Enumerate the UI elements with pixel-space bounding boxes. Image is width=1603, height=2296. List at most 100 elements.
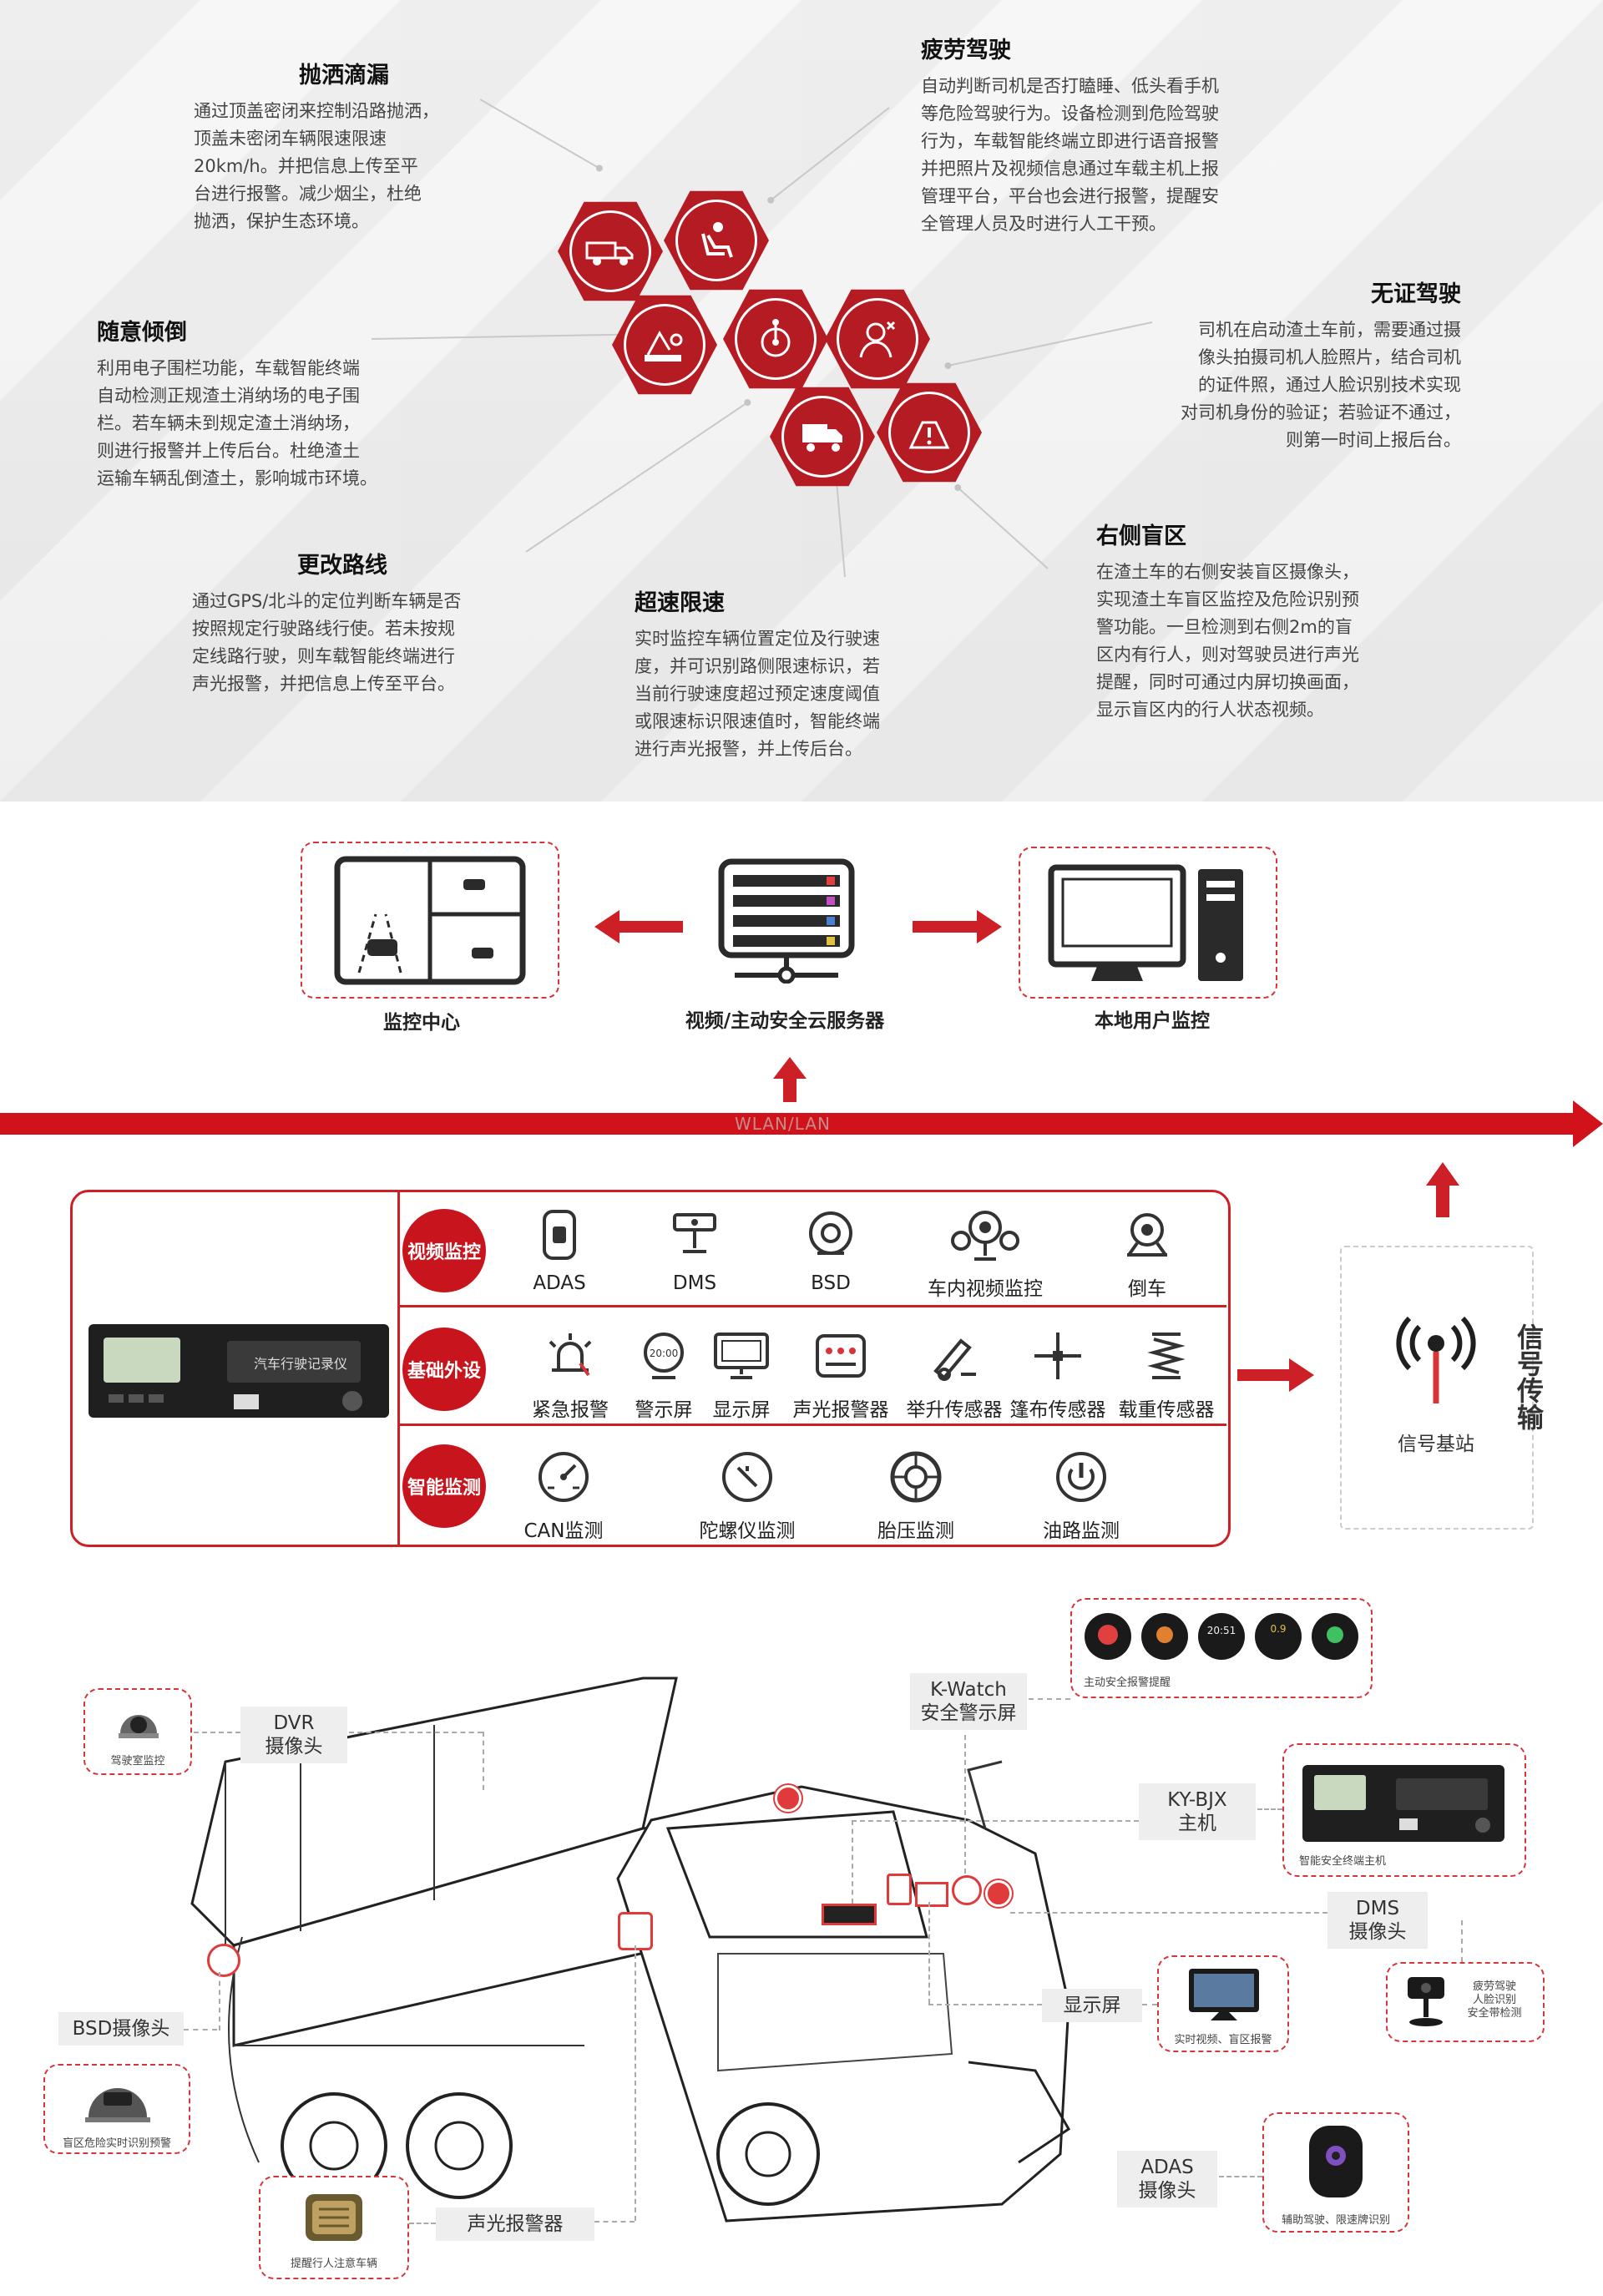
feature-text: 声光报警，并把信息上传至平台。 <box>192 674 455 694</box>
feature-text: 则第一时间上报后台。 <box>1286 430 1461 450</box>
arrow-head-up-bus <box>1426 1162 1459 1186</box>
adas-tag: ADAS 摄像头 <box>1117 2151 1217 2207</box>
feature-text: 当前行驶速度超过预定速度阈值 <box>635 684 880 704</box>
fuel-power-icon <box>1056 1452 1106 1502</box>
tarp-sensor-icon <box>1034 1333 1081 1379</box>
kwatch-readout-1: 20:51 <box>1206 1625 1236 1636</box>
bsd-connector-v <box>219 1972 220 2030</box>
dms-product-box <box>1386 1962 1545 2042</box>
feature-text: 提醒，同时可通过内屏切换画面， <box>1096 672 1359 692</box>
bsd-camera-product-icon <box>85 2088 150 2122</box>
alarm-connector-2 <box>594 2221 635 2223</box>
feature-text: 定线路行驶，则车载智能终端进行 <box>192 646 455 666</box>
device-bsd: BSD <box>789 1202 872 1294</box>
dvr-tag-text: DVR 摄像头 <box>265 1712 323 1757</box>
panel-divider <box>397 1190 400 1547</box>
display-tag-text: 显示屏 <box>1063 1995 1121 2016</box>
marker-dms <box>887 1874 912 1905</box>
display-subtitle: 实时视频、盲区报警 <box>1174 2034 1272 2046</box>
category-peripheral: 基础外设 <box>402 1328 486 1411</box>
marker-adas <box>985 1880 1012 1907</box>
feature-text: 按照规定行驶路线行使。若未按规 <box>192 619 455 639</box>
alarm-device-icon <box>306 2194 362 2241</box>
can-gauge-icon <box>539 1452 589 1502</box>
truck-route-icon <box>802 424 842 452</box>
dms-connector-v <box>1461 1920 1463 1962</box>
alarm-subtitle: 提醒行人注意车辆 <box>290 2258 377 2270</box>
feature-route: 更改路线 通过GPS/北斗的定位判断车辆是否 按照规定行驶路线行使。若未按规 定… <box>192 547 493 698</box>
adas-subtitle: 辅助驾驶、限速牌识别 <box>1281 2214 1390 2227</box>
alarm-tag: 声光报警器 <box>436 2207 594 2241</box>
feature-title: 抛洒滴漏 <box>299 63 389 89</box>
feature-text: 或限速标识限速值时，智能终端 <box>635 711 880 731</box>
panel-row-divider <box>400 1424 1226 1426</box>
dvr-subtitle: 驾驶室监控 <box>110 1755 165 1768</box>
dvr-connector-v <box>483 1732 484 1790</box>
feature-text: 行为，车载智能终端立即进行语音报警 <box>921 131 1219 151</box>
emergency-alarm-icon <box>549 1333 592 1377</box>
svg-text:20:00: 20:00 <box>650 1348 679 1359</box>
display-tag: 显示屏 <box>1042 1989 1142 2022</box>
device-lift-sensor: 举升传感器 <box>900 1323 1009 1422</box>
feature-text: 抛洒，保护生态环境。 <box>194 211 369 231</box>
feature-text: 警功能。一旦检测到右侧2m的盲 <box>1096 617 1353 637</box>
device-can-monitor: CAN监测 <box>518 1444 609 1543</box>
device-sound-light-alarm: 声光报警器 <box>786 1323 895 1422</box>
dms-connector <box>1010 1912 1327 1914</box>
device-reverse: 倒车 <box>1105 1202 1189 1301</box>
feature-fatigue: 疲劳驾驶 自动判断司机是否打瞌睡、低头看手机 等危险驾驶行为。设备检测到危险驾驶… <box>921 32 1305 238</box>
dump-truck-icon <box>585 241 634 266</box>
host-tag: KY-BJX 主机 <box>1139 1783 1256 1840</box>
dms-tag: DMS 摄像头 <box>1327 1892 1428 1949</box>
load-sensor-icon <box>1147 1333 1186 1379</box>
feature-title: 无证驾驶 <box>1371 281 1461 307</box>
marker-kwatch <box>952 1875 982 1905</box>
dvr-camera-icon <box>119 1715 159 1738</box>
signal-station-box <box>1340 1246 1534 1530</box>
arrow-up-server <box>783 1077 796 1102</box>
device-warning-screen: 20:00 警示屏 <box>622 1323 705 1422</box>
feature-title: 疲劳驾驶 <box>921 38 1011 63</box>
device-gyro-monitor: 陀螺仪监测 <box>693 1444 802 1543</box>
feature-text: 实现渣土车盲区监控及危险识别预 <box>1096 589 1359 609</box>
feature-text: 在渣土车的右侧安装盲区摄像头， <box>1096 562 1359 582</box>
feature-text: 的证件照，通过人脸识别技术实现 <box>1198 375 1461 395</box>
kwatch-tag-text: K-Watch 安全警示屏 <box>920 1679 1017 1724</box>
alarm-connector <box>409 2223 436 2224</box>
cloud-server-icon <box>718 858 855 984</box>
feature-text: 自动检测正规渣土消纳场的电子围 <box>97 386 360 406</box>
arrow-head-right <box>977 910 1002 943</box>
feature-text: 像头拍摄司机人脸照片，结合司机 <box>1198 347 1461 367</box>
bsd-tag-text: BSD摄像头 <box>72 2018 170 2040</box>
feature-text: 度，并可识别路侧限速标识，若 <box>635 656 880 676</box>
host-subtitle: 智能安全终端主机 <box>1299 1855 1387 1868</box>
feature-speed: 超速限速 实时监控车辆位置定位及行驶速 度，并可识别路侧限速标识，若 当前行驶速… <box>635 584 952 763</box>
sound-light-alarm-icon <box>816 1334 866 1378</box>
monitor-center-label: 监控中心 <box>383 1012 460 1034</box>
network-bus-arrowhead <box>1573 1100 1603 1147</box>
signal-tower-icon <box>1396 1316 1476 1403</box>
host-connector-v <box>852 1820 853 1904</box>
marker-host <box>822 1904 877 1925</box>
adas-tag-text: ADAS 摄像头 <box>1138 2157 1196 2202</box>
monitor-center-box <box>301 842 559 999</box>
feature-text: 管理平台，平台也会进行报警，提醒安 <box>921 186 1219 206</box>
marker-display <box>915 1882 948 1907</box>
kwatch-connector <box>1029 1698 1070 1700</box>
tire-pressure-icon <box>890 1451 942 1503</box>
arrow-to-station <box>1237 1369 1291 1381</box>
feature-dump: 随意倾倒 利用电子围栏功能，车载智能终端 自动检测正规渣土消纳场的电子围 栏。若… <box>97 314 414 493</box>
arrow-up-bus <box>1436 1184 1449 1217</box>
monitor-center-icon <box>334 856 526 985</box>
steering-icon <box>761 319 791 357</box>
panel-row-divider <box>400 1305 1226 1307</box>
feature-blind: 右侧盲区 在渣土车的右侧安装盲区摄像头， 实现渣土车盲区监控及危险识别预 警功能… <box>1096 518 1413 724</box>
arrow-to-local <box>913 921 979 933</box>
adas-camera-icon <box>543 1210 576 1260</box>
vehicle-recorder-icon <box>88 1324 389 1418</box>
feature-text: 利用电子围栏功能，车载智能终端 <box>97 358 360 378</box>
feature-text: 运输车辆乱倒渣土，影响城市环境。 <box>97 468 377 488</box>
arrow-head-station <box>1289 1358 1314 1392</box>
local-user-box <box>1019 847 1277 999</box>
feature-title: 超速限速 <box>635 590 725 616</box>
